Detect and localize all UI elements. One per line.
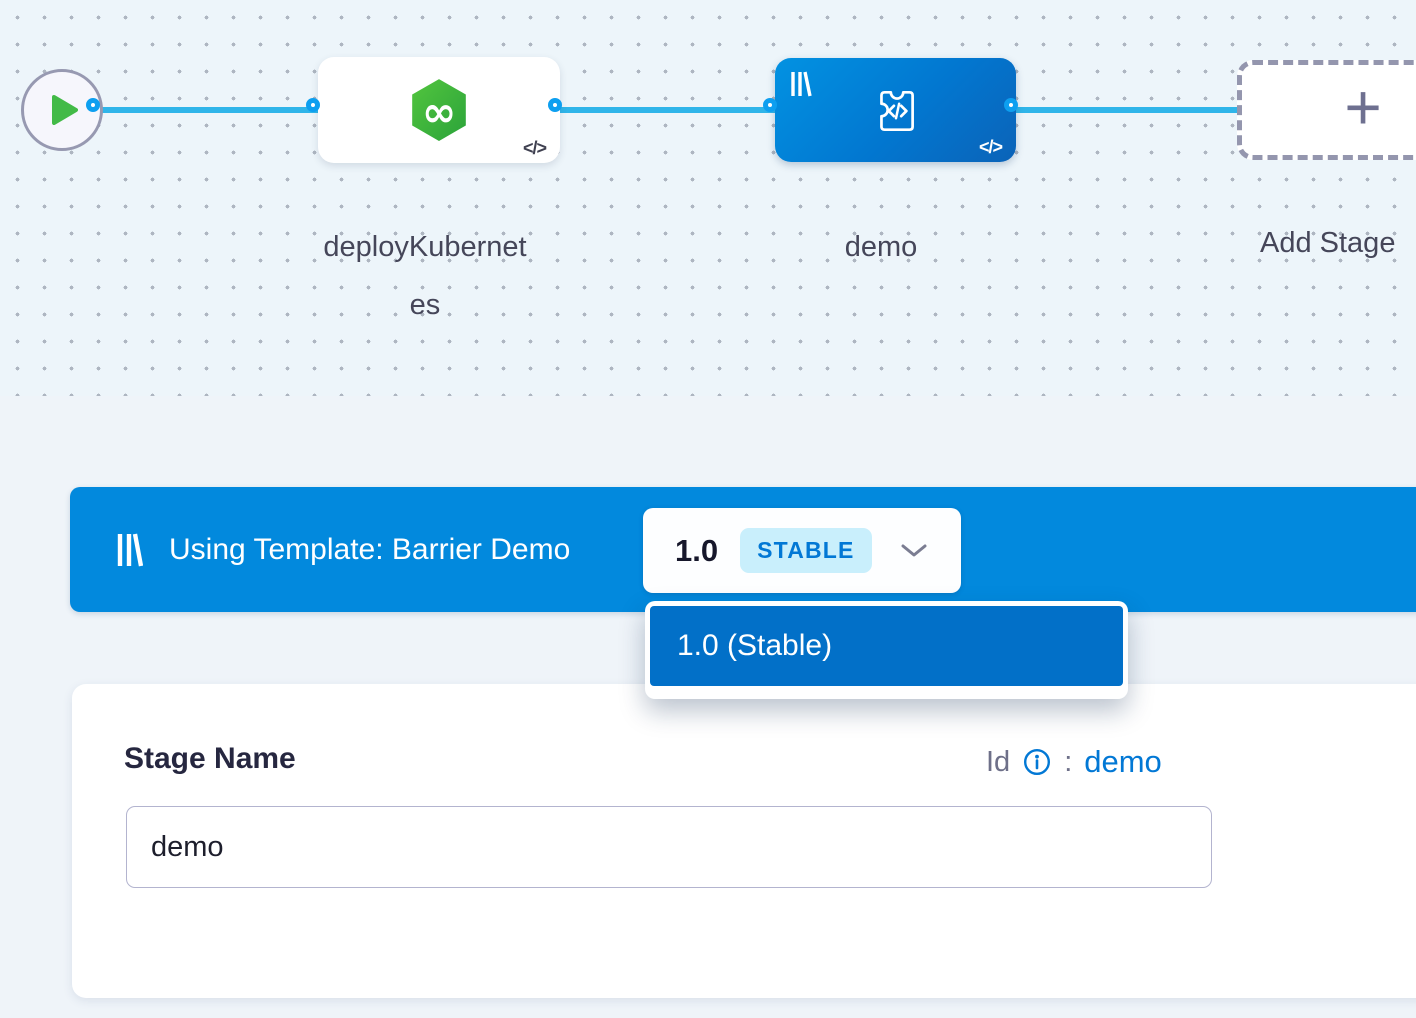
stage-id-value: demo [1084, 744, 1162, 779]
add-stage-button[interactable]: + [1237, 60, 1416, 160]
port-deploy-out[interactable] [548, 98, 562, 112]
port-deploy-in[interactable] [306, 98, 320, 112]
using-template-label: Using Template: Barrier Demo [169, 532, 571, 566]
template-library-icon [116, 532, 143, 568]
port-demo-in[interactable] [763, 98, 777, 112]
stage-name-input[interactable] [126, 806, 1212, 888]
info-icon[interactable] [1022, 747, 1052, 777]
stage-overview-panel: Stage Name Id : demo [72, 684, 1416, 998]
chevron-down-icon[interactable] [900, 543, 928, 559]
template-library-icon [790, 70, 812, 103]
play-icon [52, 95, 78, 125]
stage-name-label: Stage Name [124, 742, 296, 775]
stage-label-deploykubernetes: deployKubernetes [323, 231, 527, 321]
svg-text:∞: ∞ [422, 88, 456, 136]
version-dropdown-menu: 1.0 (Stable) [645, 601, 1128, 699]
stage-id-row: Id : demo [986, 744, 1162, 780]
template-version-selector[interactable]: 1.0 STABLE [643, 508, 961, 593]
version-option-stable[interactable]: 1.0 (Stable) [650, 606, 1123, 686]
yaml-code-icon[interactable]: </> [978, 137, 1003, 157]
id-label: Id [986, 745, 1011, 778]
pipeline-connector-line [98, 107, 1246, 113]
id-colon: : [1064, 745, 1073, 778]
yaml-code-icon[interactable]: </> [522, 138, 547, 158]
port-demo-out[interactable] [1004, 98, 1018, 112]
pipeline-canvas[interactable]: ∞ </> </> [0, 0, 1416, 396]
stage-node-demo[interactable]: </> [775, 58, 1016, 162]
port-start-out[interactable] [86, 98, 100, 112]
plus-icon: + [1344, 71, 1382, 143]
kubernetes-deploy-icon: ∞ [406, 75, 472, 150]
custom-stage-icon [869, 84, 923, 143]
stable-badge: STABLE [740, 528, 872, 573]
stage-node-deploykubernetes[interactable]: ∞ </> [318, 57, 560, 163]
using-template-banner: Using Template: Barrier Demo 1.0 STABLE [70, 487, 1416, 612]
stage-label-demo: demo [844, 231, 918, 263]
stage-label-add-stage: Add Stage [1260, 227, 1396, 259]
template-version-number: 1.0 [675, 532, 719, 568]
